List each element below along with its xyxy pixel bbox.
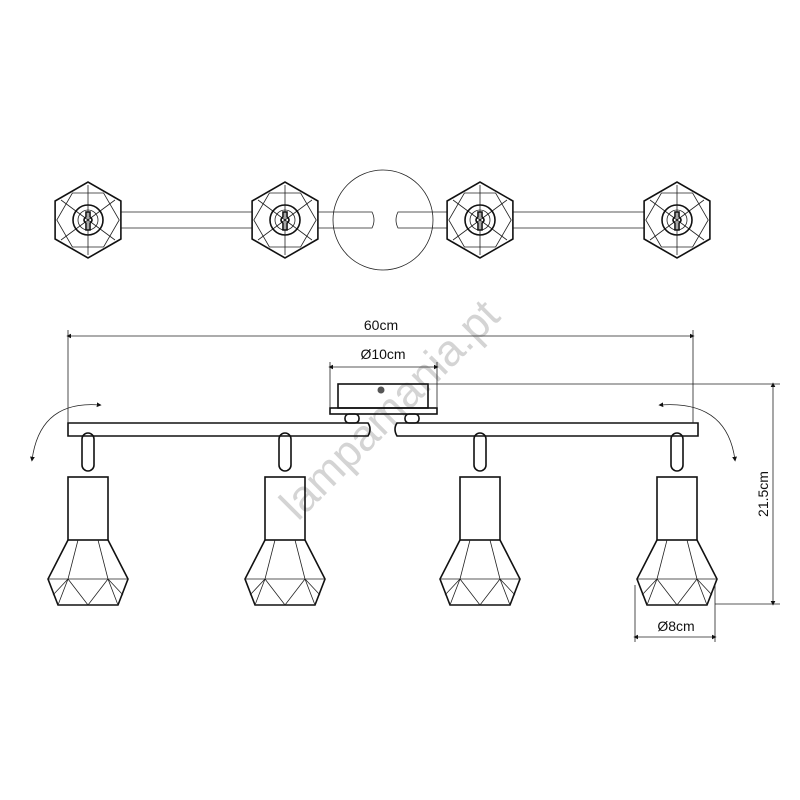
- canopy-plate: [329, 407, 438, 415]
- lamp-holder: [459, 476, 501, 541]
- lamp-holder: [264, 476, 306, 541]
- cage-wires: [245, 539, 325, 606]
- hex-shade-top: [446, 181, 514, 259]
- hex-cage-wires: [649, 185, 705, 255]
- swivel-joint: [278, 432, 292, 472]
- shade-extension: [634, 585, 716, 642]
- socket-key: [280, 211, 290, 231]
- rotate-arrow-right: [658, 402, 737, 462]
- cage-wires: [48, 539, 128, 606]
- hex-shade-top: [643, 181, 711, 259]
- bar: [67, 422, 699, 437]
- hex-shade-top: [251, 181, 319, 259]
- canopy-diameter-label: Ø10cm: [360, 346, 405, 362]
- cage-outline: [47, 539, 129, 606]
- cage-wires: [440, 539, 520, 606]
- lamp-holder: [656, 476, 698, 541]
- cage-outline: [244, 539, 326, 606]
- swivel-joint: [670, 432, 684, 472]
- cage-outline: [636, 539, 718, 606]
- socket-ring: [269, 204, 301, 236]
- swivel-joint: [473, 432, 487, 472]
- hex-cage-inner: [645, 192, 709, 248]
- socket-key: [83, 211, 93, 231]
- top-view: [54, 169, 711, 271]
- socket-ring: [464, 204, 496, 236]
- top-bar: [88, 211, 677, 229]
- hex-cage-wires: [257, 185, 313, 255]
- cage-outline: [439, 539, 521, 606]
- screw: [377, 386, 385, 394]
- swivel-joint: [81, 432, 95, 472]
- height-extension: [428, 383, 780, 605]
- socket-key: [475, 211, 485, 231]
- shade-diameter-label: Ø8cm: [657, 618, 694, 634]
- front-view: [47, 383, 718, 606]
- width-label: 60cm: [364, 317, 398, 333]
- hex-shade-top: [54, 181, 122, 259]
- height-label: 21.5cm: [755, 471, 771, 517]
- rotate-arrow-left: [30, 402, 102, 462]
- hex-cage-inner: [253, 192, 317, 248]
- canopy-extension: [329, 362, 438, 408]
- socket-key: [672, 211, 682, 231]
- hex-cage-inner: [448, 192, 512, 248]
- canopy-circle: [332, 169, 434, 271]
- dimension-lines: [30, 330, 780, 642]
- hex-cage-inner: [56, 192, 120, 248]
- hex-cage-wires: [452, 185, 508, 255]
- lamp-holder: [67, 476, 109, 541]
- hex-cage-wires: [60, 185, 116, 255]
- socket-ring: [72, 204, 104, 236]
- socket-ring: [661, 204, 693, 236]
- cage-wires: [637, 539, 717, 606]
